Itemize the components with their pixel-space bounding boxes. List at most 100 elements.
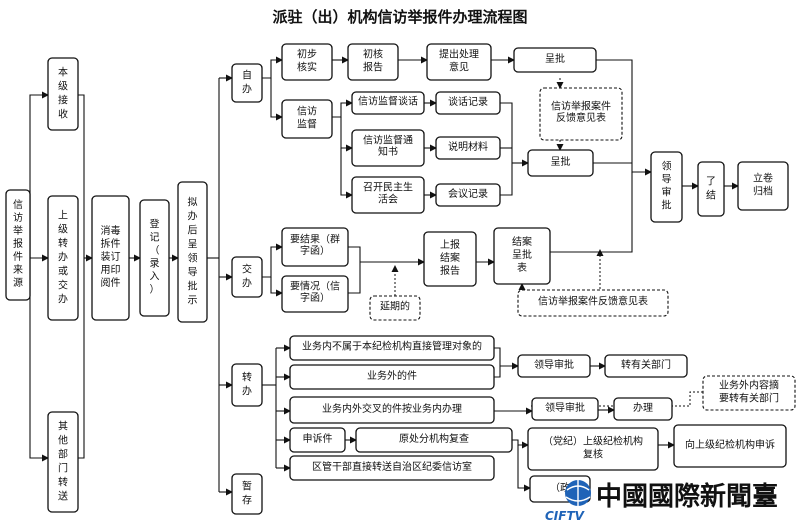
leader-2-box: 领导审批 (531, 397, 599, 421)
meeting-box: 召开民主生活会 (351, 176, 425, 214)
talk-box: 信访监督谈话 (351, 91, 425, 115)
process-open-box: 消毒拆件装订用印阅件 (91, 195, 130, 321)
initial-check-box: 初步核实 (281, 43, 333, 81)
appeal-up-label: 向上级纪检机构申诉 (685, 438, 775, 451)
leader-2-label: 领导审批 (545, 401, 585, 414)
district-label: 区管干部直接转送自治区纪委信访室 (312, 460, 472, 473)
leader-approve-box: 领导审批 (650, 151, 683, 223)
feedback-form-label: 信访举报案件反馈意见表 (538, 295, 648, 308)
close-form-label: 结案呈批表 (512, 235, 532, 274)
meeting-label: 召开民主生活会 (363, 181, 413, 206)
initial-report-label: 初核报告 (363, 48, 383, 74)
to-dept-box: 转有关部门 (604, 354, 688, 378)
archive-box: 立卷归档 (737, 161, 789, 211)
row3-label: 业务内外交叉的件按业务内办理 (322, 402, 462, 415)
to-dept-label: 转有关部门 (621, 358, 671, 371)
delay-note-box: 延期的 (369, 295, 421, 321)
branch-hold-box: 暂存 (231, 473, 263, 515)
branch-hand-box: 交办 (231, 256, 263, 298)
district-box: 区管干部直接转送自治区纪委信访室 (289, 455, 495, 481)
leader-1-label: 领导审批 (534, 358, 574, 371)
party-review-label: （党纪）上级纪检机构复核 (543, 435, 643, 461)
delay-note-label: 延期的 (380, 300, 410, 313)
watermark-en: CIFTV (545, 509, 586, 523)
review-box: 原处分机构复查 (355, 427, 513, 453)
watermark: 中國國際新聞臺 CIFTV (545, 480, 778, 523)
branch-hand-label: 交办 (242, 262, 252, 289)
approve-2-label: 呈批 (551, 155, 571, 168)
note-box: 业务外内容摘要转有关部门 (702, 375, 796, 411)
leader-1-box: 领导审批 (517, 354, 591, 378)
approve-1-box: 呈批 (513, 47, 597, 73)
row2-box: 业务外的件 (289, 364, 495, 390)
result-letter-label: 要结果（群字函） (290, 233, 340, 258)
initial-check-label: 初步核实 (297, 48, 317, 74)
source-upper-label: 上级转办或交办 (58, 209, 68, 305)
result-letter-box: 要结果（群字函） (281, 227, 349, 267)
source-local-box: 本级接收 (47, 57, 79, 131)
process-register-label: 登记（录入） (150, 218, 160, 296)
approve-1-label: 呈批 (545, 52, 565, 65)
feedback-note-1-label: 信访举报案件反馈意见表 (551, 100, 611, 125)
meeting-record-label: 会议记录 (448, 187, 488, 200)
appeal-label: 申诉件 (303, 432, 333, 445)
leader-approve-label: 领导审批 (662, 160, 672, 212)
handle-label: 办理 (633, 401, 653, 414)
review-label: 原处分机构复查 (399, 432, 469, 445)
explain-box: 说明材料 (435, 136, 501, 160)
supervise-label: 信访监督 (297, 106, 317, 131)
note-label: 业务外内容摘要转有关部门 (719, 379, 779, 405)
meeting-record-box: 会议记录 (435, 183, 501, 207)
process-open-label: 消毒拆件装订用印阅件 (101, 224, 121, 289)
gov-label: （政 (550, 481, 570, 494)
feedback-note-1-box: 信访举报案件反馈意见表 (539, 87, 623, 141)
source-box-label: 信访举报件来源 (13, 199, 23, 289)
talk-record-label: 谈话记录 (448, 95, 488, 108)
report-box: 上报结案报告 (423, 231, 477, 287)
feedback-form-box: 信访举报案件反馈意见表 (517, 289, 669, 317)
report-label: 上报结案报告 (440, 238, 460, 277)
supervise-box: 信访监督 (281, 99, 333, 139)
branch-self-label: 自办 (242, 68, 252, 95)
done-box: 了结 (697, 161, 725, 217)
done-label: 了结 (706, 175, 716, 201)
talk-label: 信访监督谈话 (358, 94, 418, 107)
archive-label: 立卷归档 (753, 172, 773, 198)
source-upper-box: 上级转办或交办 (47, 195, 79, 321)
handle-box: 办理 (613, 397, 673, 421)
branch-hold-label: 暂存 (242, 480, 252, 506)
initial-report-box: 初核报告 (347, 43, 399, 81)
process-draft-label: 拟办后呈领导批示 (188, 195, 198, 306)
status-letter-label: 要情况（信字函） (290, 280, 340, 305)
proposal-label: 提出处理意见 (439, 48, 479, 74)
notice-label: 信访监督通知书 (363, 134, 413, 159)
page-title: 派驻（出）机构信访举报件办理流程图 (272, 8, 527, 26)
process-draft-box: 拟办后呈领导批示 (177, 181, 208, 323)
source-box-box: 信访举报件来源 (5, 189, 31, 301)
connector-lines (29, 56, 739, 496)
row1-label: 业务内不属于本纪检机构直接管理对象的 (302, 339, 482, 352)
row1-box: 业务内不属于本纪检机构直接管理对象的 (289, 335, 495, 361)
approve-2-box: 呈批 (527, 149, 594, 177)
appeal-up-box: 向上级纪检机构申诉 (673, 424, 787, 468)
process-register-box: 登记（录入） (139, 199, 170, 317)
source-other-box: 其他部门转送 (47, 411, 79, 513)
proposal-box: 提出处理意见 (426, 43, 492, 81)
row2-label: 业务外的件 (367, 369, 417, 382)
branch-transfer-box: 转办 (231, 363, 263, 407)
branch-self-box: 自办 (231, 63, 263, 103)
explain-label: 说明材料 (448, 140, 488, 153)
close-form-box: 结案呈批表 (493, 227, 551, 285)
branch-transfer-label: 转办 (242, 370, 252, 397)
source-other-label: 其他部门转送 (58, 420, 68, 502)
notice-box: 信访监督通知书 (351, 129, 425, 167)
status-letter-box: 要情况（信字函） (281, 275, 349, 313)
talk-record-box: 谈话记录 (435, 91, 501, 115)
source-local-label: 本级接收 (58, 65, 68, 120)
watermark-cn: 中國國際新聞臺 (596, 481, 778, 512)
appeal-box: 申诉件 (289, 427, 346, 453)
row3-box: 业务内外交叉的件按业务内办理 (289, 396, 495, 424)
party-review-box: （党纪）上级纪检机构复核 (527, 427, 659, 471)
